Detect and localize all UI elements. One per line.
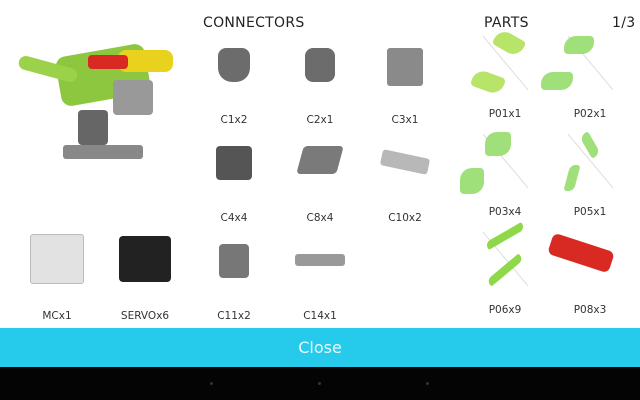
part-item[interactable]: C2x1 <box>277 38 363 134</box>
part-label: P06x9 <box>488 304 522 316</box>
part-label: C11x2 <box>217 310 251 322</box>
connector-image <box>305 48 335 82</box>
part-label: C8x4 <box>306 212 334 224</box>
part-image <box>547 232 615 274</box>
part-label: C1x2 <box>220 114 248 126</box>
connector-image <box>296 146 344 174</box>
connector-image <box>387 48 423 86</box>
part-item[interactable]: C14x1 <box>277 234 363 330</box>
connector-image <box>219 244 249 278</box>
part-image <box>484 222 526 250</box>
connector-image <box>379 149 431 175</box>
part-label: MCx1 <box>42 310 72 322</box>
part-label: P03x4 <box>488 206 522 218</box>
recents-icon[interactable] <box>426 382 429 385</box>
home-icon[interactable] <box>318 382 321 385</box>
part-label: P01x1 <box>488 108 522 120</box>
system-nav-bar <box>0 367 640 400</box>
part-image <box>564 36 594 54</box>
part-item[interactable]: C1x2 <box>191 38 277 134</box>
part-item[interactable]: SERVOx6 <box>102 234 188 330</box>
part-label: C14x1 <box>303 310 337 322</box>
servo-image <box>119 236 171 282</box>
part-image <box>469 68 507 96</box>
part-item[interactable]: MCx1 <box>14 234 100 330</box>
part-item[interactable]: C4x4 <box>191 136 277 232</box>
part-item[interactable]: P06x9 <box>462 222 548 320</box>
part-image <box>563 163 581 193</box>
part-item[interactable]: P01x1 <box>462 27 548 124</box>
part-label: C3x1 <box>391 114 419 126</box>
connector-image <box>218 48 250 82</box>
part-item[interactable]: P02x1 <box>541 28 633 124</box>
back-icon[interactable] <box>210 382 213 385</box>
part-item[interactable]: C3x1 <box>362 38 448 134</box>
part-label: C10x2 <box>388 212 422 224</box>
controller-image <box>30 234 84 284</box>
part-image <box>485 132 511 156</box>
robot-model-image <box>17 40 188 180</box>
part-label: C2x1 <box>306 114 334 126</box>
part-label: P05x1 <box>573 206 607 218</box>
part-item[interactable]: C8x4 <box>277 136 363 232</box>
part-item[interactable]: P03x4 <box>460 126 548 222</box>
part-label: SERVOx6 <box>120 310 170 322</box>
part-label: P08x3 <box>573 304 607 316</box>
connectors-heading: CONNECTORS <box>203 15 305 31</box>
page-indicator: 1/3 <box>612 15 636 31</box>
connector-image <box>295 254 345 266</box>
part-item[interactable]: C11x2 <box>191 234 277 330</box>
part-item[interactable]: P05x1 <box>547 126 633 222</box>
part-image <box>541 72 573 90</box>
connector-image <box>216 146 252 180</box>
parts-heading: PARTS <box>484 15 529 31</box>
part-image <box>460 168 484 194</box>
part-item[interactable]: P08x3 <box>547 224 633 320</box>
part-label: C4x4 <box>220 212 248 224</box>
part-item[interactable]: C10x2 <box>362 136 448 232</box>
part-image <box>579 131 601 159</box>
part-label: P02x1 <box>573 108 607 120</box>
close-button[interactable]: Close <box>0 328 640 367</box>
